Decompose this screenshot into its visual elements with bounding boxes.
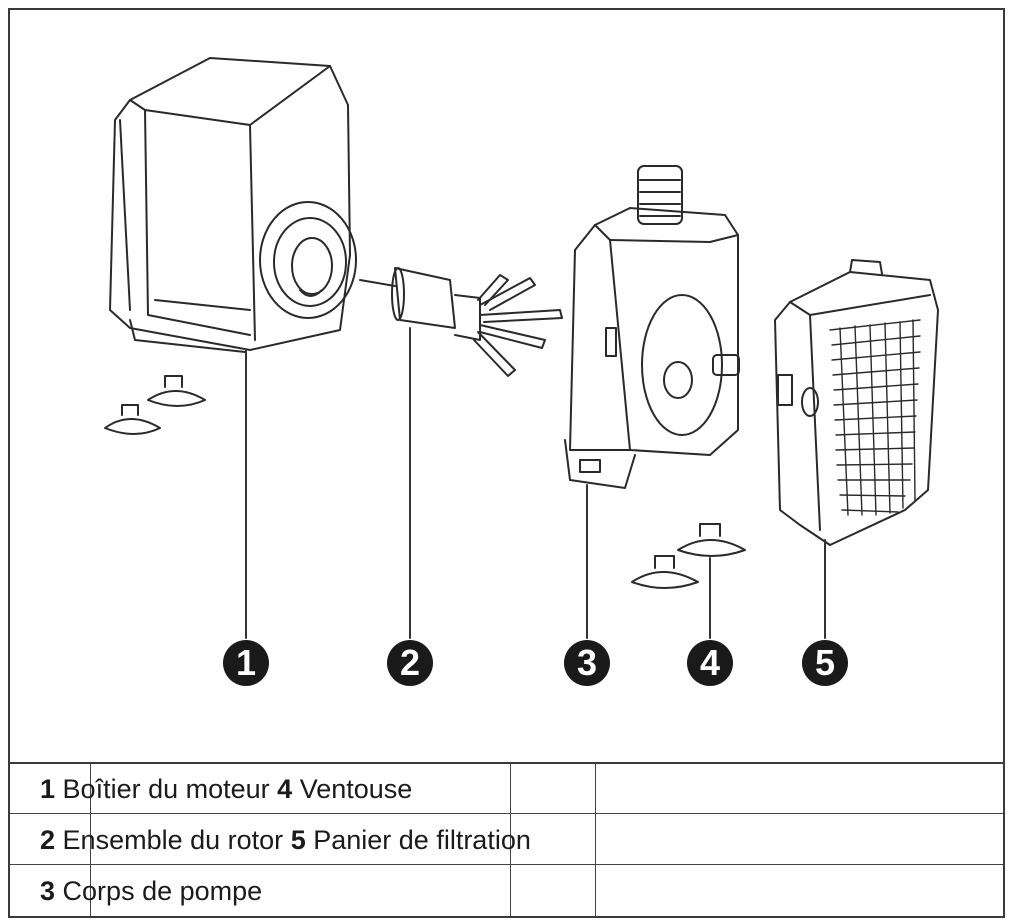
- callout-2: 2: [387, 640, 433, 686]
- leader-lines: [245, 327, 826, 639]
- pump-body-drawing: [564, 165, 746, 589]
- callout-1: 1: [223, 640, 269, 686]
- callout-4: 4: [687, 640, 733, 686]
- legend-row: 1 Boîtier du moteur 4 Ventouse: [10, 764, 1003, 814]
- figure-frame: 1 2 3 4 5 1 Boîtier du moteur 4 Ventouse…: [8, 8, 1005, 918]
- callout-3: 3: [564, 640, 610, 686]
- legend-row-text: 1 Boîtier du moteur 4 Ventouse: [40, 774, 413, 804]
- table-divider: [90, 762, 91, 916]
- motor-housing-drawing: [104, 57, 357, 435]
- exploded-pump-drawing: 1 2 3 4 5: [10, 10, 1003, 762]
- table-divider: [510, 762, 511, 916]
- table-divider: [595, 762, 596, 916]
- legend-row: 3 Corps de pompe: [10, 866, 1003, 916]
- filter-basket-drawing: [774, 259, 939, 546]
- legend-row-text: 3 Corps de pompe: [40, 876, 263, 906]
- legend-row-text: 2 Ensemble du rotor 5 Panier de filtrati…: [40, 825, 531, 855]
- rotor-drawing: [359, 267, 563, 377]
- legend-row: 2 Ensemble du rotor 5 Panier de filtrati…: [10, 815, 1003, 865]
- parts-legend-table: 1 Boîtier du moteur 4 Ventouse 2 Ensembl…: [10, 762, 1003, 918]
- callout-5: 5: [802, 640, 848, 686]
